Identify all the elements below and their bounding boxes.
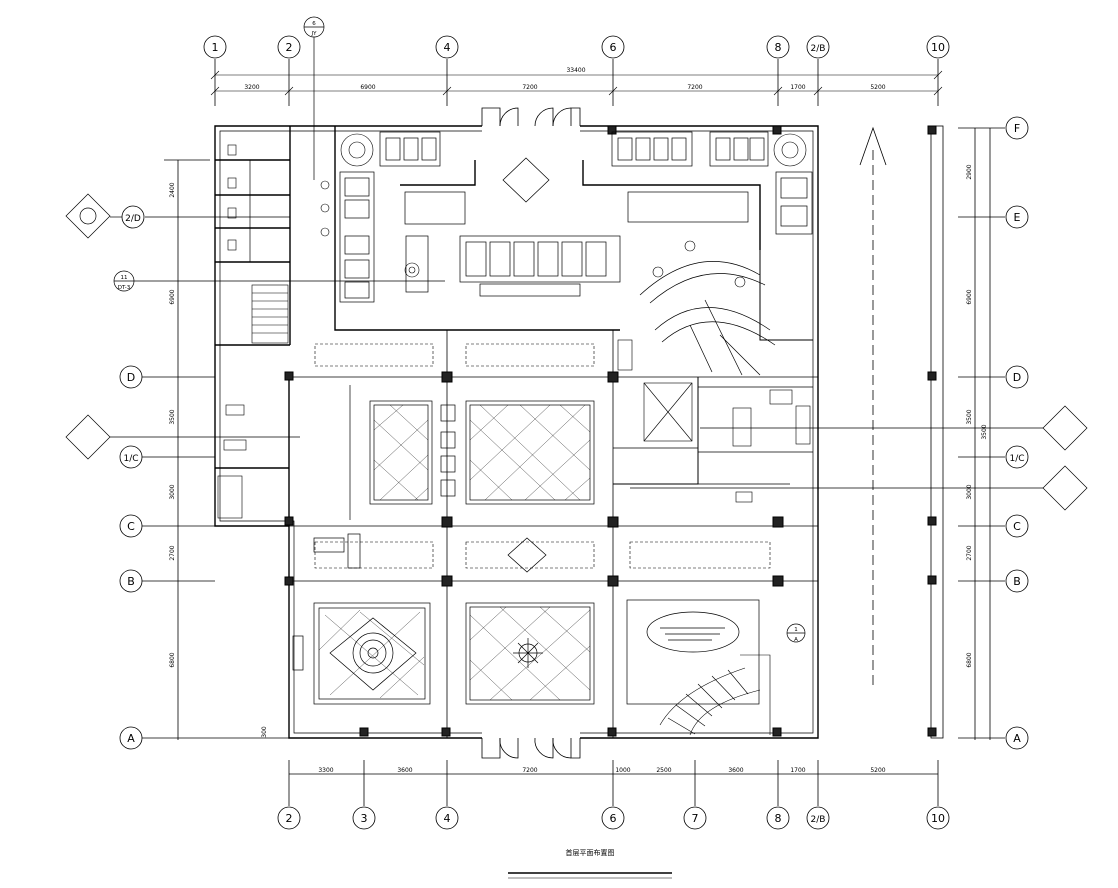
dim-left-2: 6900 [169,289,176,304]
grid-right-a: A [1013,732,1021,745]
dim-right-5: 2700 [966,545,973,560]
main-entrance-doors [481,107,581,759]
top-dimension-text: 33400 3200 6900 7200 7200 1700 5200 [244,67,885,91]
top-grid-labels: 1 2 4 6 8 2/B 10 [212,41,946,54]
grid-bottom-7: 7 [692,812,699,825]
dim-right-3: 3500 [966,409,973,424]
dim-left-6: 6800 [169,652,176,667]
lobby-plants [340,133,807,288]
dim-bottom-2: 3600 [397,767,412,774]
drawing-caption: 首层平面布置图 [566,848,615,857]
dim-bottom-5: 2500 [656,767,671,774]
right-grid-labels: F E D 1/C C B A [1009,122,1024,745]
grid-top-8: 8 [775,41,782,54]
dim-right-6: 6800 [966,652,973,667]
grid-bottom-2: 2 [286,812,293,825]
lobby-sofas [339,131,813,303]
dim-bottom-3: 7200 [522,767,537,774]
chandelier-medallions [329,611,740,691]
grid-bottom-3: 3 [361,812,368,825]
top-grid-axes [203,35,950,106]
grid-top-2: 2 [286,41,293,54]
callout-text: 11 DT-3 6 JY 1 A [118,21,798,643]
dim-bottom-4: 1000 [615,767,630,774]
bottom-grid-labels: 2 3 4 6 7 8 2/B 10 [286,812,946,825]
dim-top-2: 6900 [360,84,375,91]
grid-left-a: A [127,732,135,745]
bottom-dimension-text: 3300 3600 7200 1000 2500 3600 1700 5200 [318,767,885,774]
left-grid-labels: 2/D D 1/C C B A [123,214,140,745]
grid-top-4: 4 [444,41,451,54]
grid-left-d: D [127,371,135,384]
grid-bottom-10: 10 [931,812,945,825]
dim-left-small: 300 [261,726,268,738]
grid-right-c: C [1013,520,1021,533]
stairs [251,284,771,736]
grid-top-6: 6 [610,41,617,54]
grid-top-1: 1 [212,41,219,54]
left-grid-axes [119,159,290,750]
ceiling-panels [314,343,771,569]
building-walls [214,125,944,739]
dim-top-6: 5200 [870,84,885,91]
dim-bottom-1: 3300 [318,767,333,774]
hall-seating [292,404,456,671]
restroom-fixtures [217,144,330,519]
callout-right-number: 1 [794,627,798,633]
callout-top-sheet: JY [311,31,318,37]
callout-top-number: 6 [312,21,316,27]
dim-top-4: 7200 [687,84,702,91]
grid-bottom-4: 4 [444,812,451,825]
grid-left-2d: 2/D [125,214,141,224]
dim-left-3: 3500 [169,409,176,424]
callout-11-sheet: DT-3 [118,285,131,291]
dim-right-outer: 3500 [981,424,988,439]
dim-bottom-6: 3600 [728,767,743,774]
grid-bottom-6: 6 [610,812,617,825]
grid-right-1c: 1/C [1009,454,1024,464]
dim-top-5: 1700 [790,84,805,91]
dim-left-5: 2700 [169,545,176,560]
bottom-grid-axes [277,760,950,830]
right-grid-axes [958,116,1029,750]
grid-right-b: B [1013,575,1021,588]
ceiling-coffers [313,400,760,705]
callout-11-number: 11 [121,275,128,281]
reception-desk [639,261,776,376]
dim-top-3: 7200 [522,84,537,91]
drawing-caption-block: 首层平面布置图 [508,848,672,879]
dim-left-4: 3000 [169,484,176,499]
coffer-diamond-patterns [318,404,591,701]
right-dimension-text: 2900 6900 3500 3000 2700 6800 3500 [966,164,988,667]
dim-left-1: 2400 [169,182,176,197]
grid-bottom-2b: 2/B [811,815,826,825]
left-dimension-text: 2400 6900 3500 3000 2700 6800 300 [169,182,268,738]
grid-right-e: E [1014,211,1021,224]
dim-top-1: 3200 [244,84,259,91]
grid-top-2b: 2/B [811,44,826,54]
structural-columns [284,125,937,737]
grid-left-1c: 1/C [123,454,138,464]
north-arrow [859,126,887,690]
dim-right-1: 2900 [966,164,973,179]
grid-left-b: B [127,575,135,588]
dim-bottom-7: 1700 [790,767,805,774]
dim-right-4: 3000 [966,484,973,499]
grid-left-c: C [127,520,135,533]
grid-top-10: 10 [931,41,945,54]
dim-bottom-8: 5200 [870,767,885,774]
grid-right-f: F [1014,122,1020,135]
office-furniture [617,339,811,503]
grid-right-d: D [1013,371,1021,384]
callout-right-sheet: A [794,637,798,643]
dim-right-2: 6900 [966,289,973,304]
section-callout-marks [65,16,1088,643]
grid-bottom-8: 8 [775,812,782,825]
dim-top-total: 33400 [566,67,585,74]
top-dimensions [210,70,943,96]
